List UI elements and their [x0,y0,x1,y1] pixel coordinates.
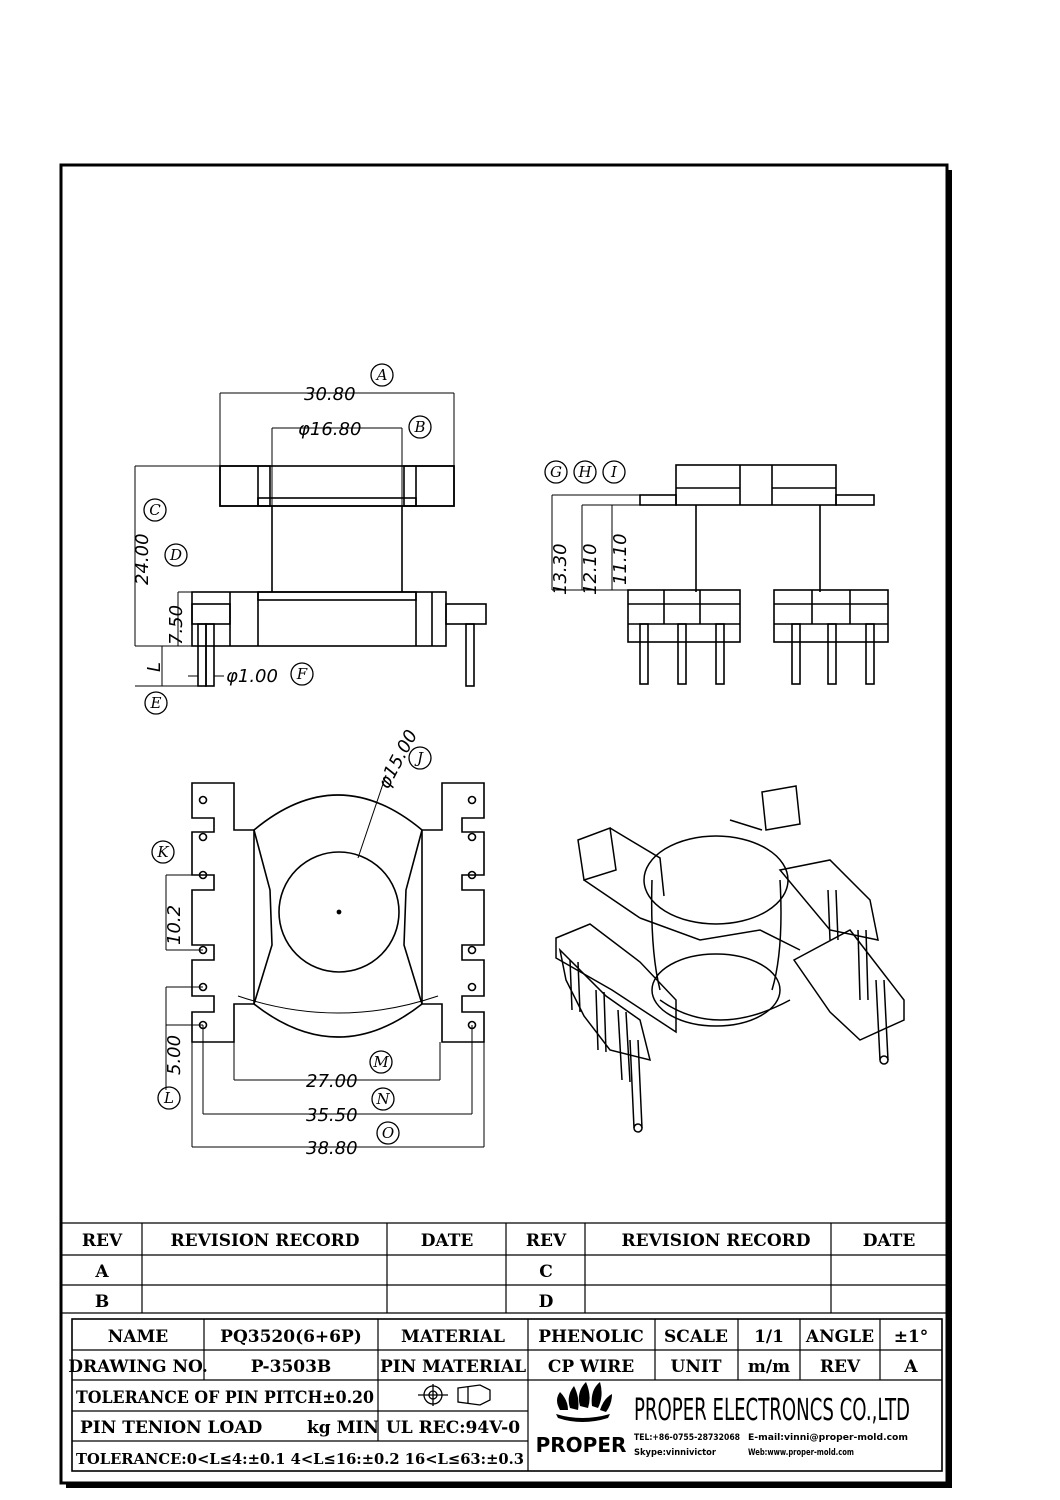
dim-l-value: 5.00 [164,1035,185,1075]
callout-g [544,460,568,484]
callout-f-letter: F [296,665,308,683]
callout-l-letter: L [163,1089,174,1107]
front-view [134,392,487,687]
material-value: PHENOLIC [538,1327,644,1347]
pin-tension-unit: kg MIN [307,1418,379,1438]
callout-g-letter: G [550,463,562,481]
callout-b [408,415,432,439]
scale-label: SCALE [664,1327,728,1347]
dim-o-value: 38.80 [306,1138,358,1159]
dim-a-value: 30.80 [304,384,356,405]
dim-i-value: 11.10 [610,533,631,585]
company-logo-text: PROPER [536,1433,627,1457]
callouts [143,363,626,1145]
drawing-no-value: P-3503B [251,1357,332,1377]
side-view [551,464,889,685]
rev-header-1: REV [82,1231,123,1251]
tolerance-ranges: TOLERANCE:0<L≤4:±0.1 4<L≤16:±0.2 16<L≤63… [76,1450,524,1468]
callout-i-letter: I [610,463,618,481]
date-header-2: DATE [863,1231,916,1251]
company-email: E-mail:vinni@proper-mold.com [748,1433,908,1443]
callout-d-letter: D [169,546,182,564]
drawing-no-label: DRAWING NO. [68,1357,208,1377]
callout-i [602,460,626,484]
callout-m [369,1050,393,1074]
dim-d-value: 7.50 [166,605,187,645]
rev-row-d: D [539,1292,554,1312]
callout-c-letter: C [149,501,161,519]
unit-label: UNIT [671,1357,722,1377]
callout-k [151,840,175,864]
tolerance-pin-pitch: TOLERANCE OF PIN PITCH±0.20 [76,1388,374,1408]
name-label: NAME [108,1327,169,1347]
company-logo [556,1382,612,1422]
callout-b-letter: B [413,418,425,436]
dim-c-value: 24.00 [132,533,153,585]
dim-m-value: 27.00 [306,1071,358,1092]
rev-row-c: C [539,1262,553,1282]
dim-n-value: 35.50 [306,1105,358,1126]
callout-l [157,1086,181,1110]
date-header-1: DATE [421,1231,474,1251]
rev-label: REV [820,1357,861,1377]
company-tel: TEL:+86-0755-28732068 [634,1433,740,1443]
callout-h [573,460,597,484]
rev-header-2: REV [526,1231,567,1251]
rev-row-a: A [94,1262,109,1282]
callout-labels: A B C D E F G H I J K L M N O [149,366,618,1142]
unit-value: m/m [748,1357,790,1377]
gdt-symbols [418,1384,491,1406]
dim-l-label: L [144,662,165,672]
callout-k-letter: K [156,843,169,861]
dim-g-value: 13.30 [550,543,571,595]
callout-d [164,543,188,567]
callout-a-letter: A [375,366,388,384]
isometric-view [555,785,905,1133]
dim-h-value: 12.10 [580,543,601,595]
callout-c [143,498,167,522]
revision-table-text: REV REVISION RECORD DATE REV REVISION RE… [82,1231,915,1312]
taper-icon [457,1384,491,1406]
dim-b-value: φ16.80 [298,419,361,440]
title-block-text: NAME PQ3520(6+6P) MATERIAL PHENOLIC SCAL… [68,1327,928,1468]
callout-e [144,691,168,715]
angle-value: ±1° [894,1327,929,1347]
ul-rec: UL REC:94V-0 [386,1418,520,1438]
callout-n-letter: N [375,1090,390,1108]
callout-j-letter: J [414,749,424,767]
revision-record-header-2: REVISION RECORD [621,1231,810,1251]
pin-material-label: PIN MATERIAL [380,1357,526,1377]
pin-tension-label: PIN TENION LOAD [80,1418,263,1438]
title-block [71,1318,943,1472]
callout-n [371,1087,395,1111]
material-label: MATERIAL [401,1327,505,1347]
company-name: PROPER ELECTRONCS CO.,LTD [634,1393,910,1428]
callout-e-letter: E [150,694,162,712]
pin-material-value: CP WIRE [548,1357,634,1377]
callout-j [408,746,432,770]
company-skype: Skype:vinnivictor [634,1448,717,1458]
callout-o-letter: O [382,1124,394,1142]
company-web: Web:www.proper-mold.com [748,1448,854,1458]
angle-label: ANGLE [805,1327,874,1347]
top-view [165,774,485,1148]
callout-h-letter: H [577,463,592,481]
rev-row-b: B [95,1292,109,1312]
name-value: PQ3520(6+6P) [220,1327,362,1347]
callout-a [370,363,394,387]
dim-k-value: 10.2 [164,905,185,945]
callout-o [376,1121,400,1145]
scale-value: 1/1 [754,1327,784,1347]
callout-f [290,662,314,686]
callout-m-letter: M [372,1053,389,1071]
dim-f-value: φ1.00 [226,666,278,687]
revision-record-header-1: REVISION RECORD [170,1231,359,1251]
revision-table [61,1222,947,1314]
rev-value: A [903,1357,918,1377]
